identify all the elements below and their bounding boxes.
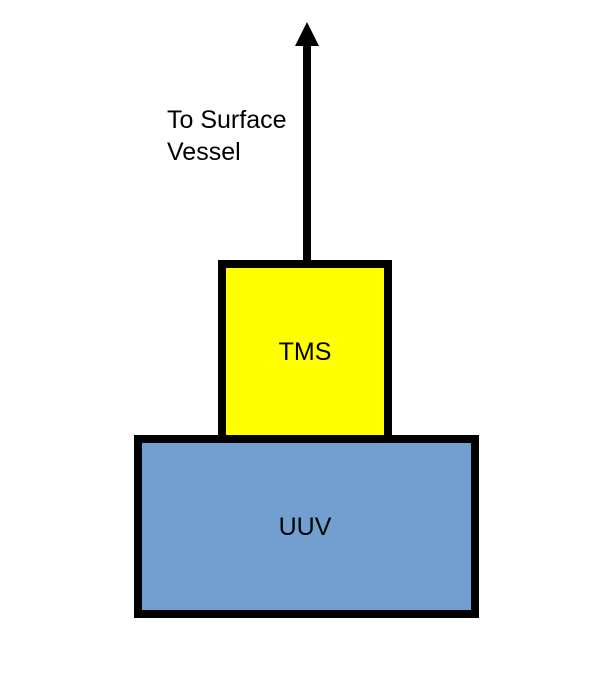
arrow-label: To Surface Vessel: [167, 106, 293, 166]
arrow-label-line-1: To Surface: [167, 106, 287, 134]
arrowhead-icon: [295, 22, 319, 46]
uuv-label: UUV: [279, 513, 332, 541]
uuv-box: [134, 435, 479, 618]
tms-label: TMS: [279, 338, 332, 366]
arrow-label-line-2: Vessel: [167, 138, 241, 166]
